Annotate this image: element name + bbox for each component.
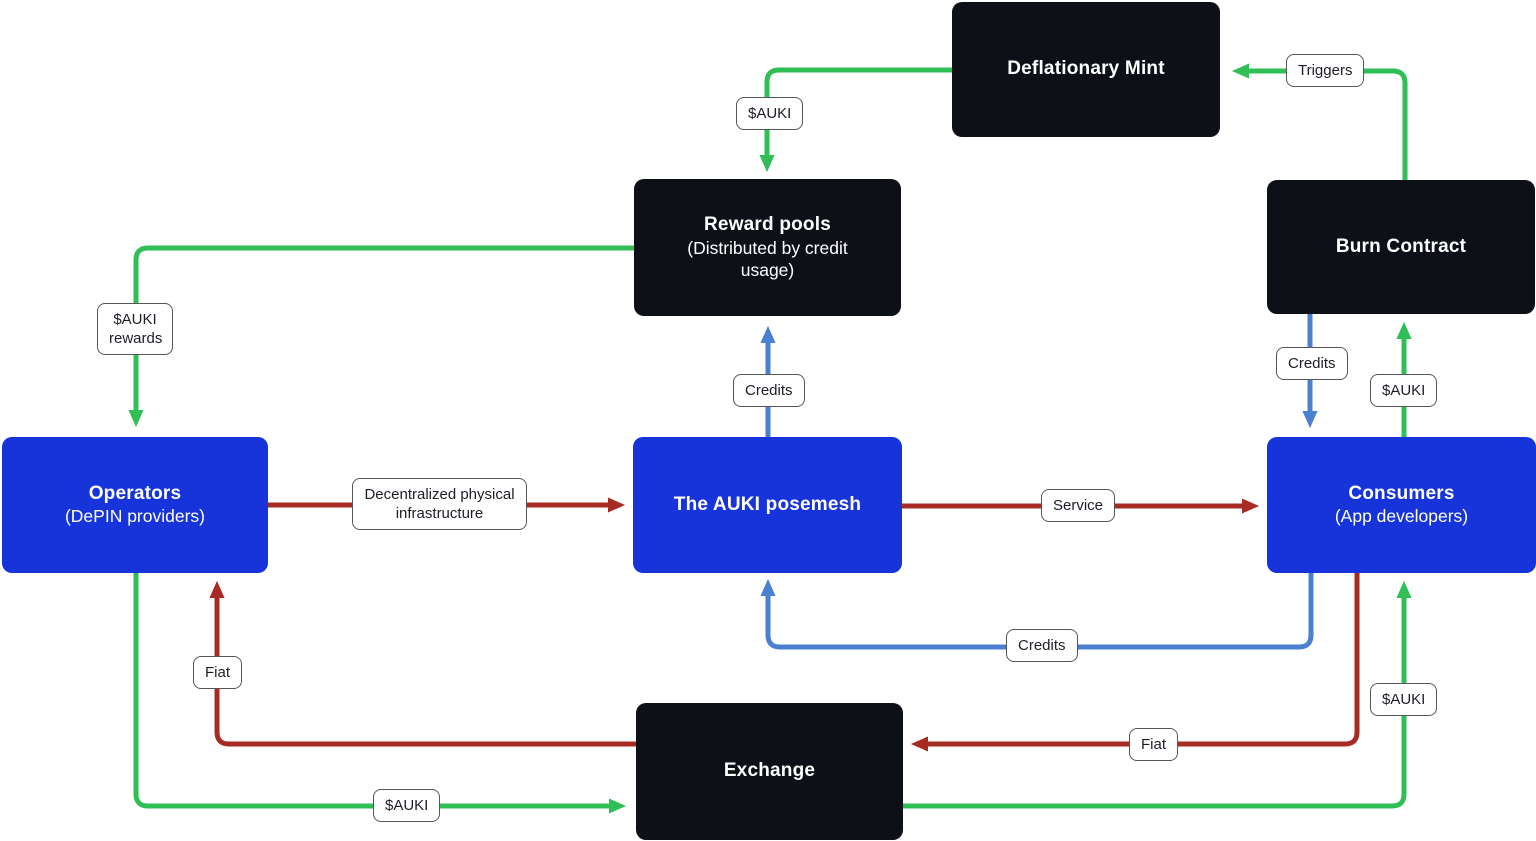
- node-reward-pools-title: Reward pools: [704, 214, 831, 236]
- edge-label-credits-to-posemesh: Credits: [1006, 629, 1078, 663]
- node-deflationary-mint: Deflationary Mint: [952, 2, 1220, 137]
- edge-label-auki-to-consumers: $AUKI: [1370, 683, 1438, 717]
- edge-label-triggers: Triggers: [1286, 54, 1365, 88]
- node-burn-contract: Burn Contract: [1267, 180, 1535, 314]
- edge-label-auki-mint: $AUKI: [736, 97, 804, 131]
- node-operators-title: Operators: [88, 482, 182, 504]
- edge-label-auki-rewards: $AUKI rewards: [97, 303, 173, 356]
- node-reward-pools-subtitle: (Distributed by credit usage): [687, 237, 848, 280]
- node-reward-pools: Reward pools (Distributed by credit usag…: [634, 179, 901, 316]
- node-exchange: Exchange: [636, 703, 903, 840]
- edge-reward-pools-to-operators: [128, 245, 634, 428]
- edge-operators-to-exchange: [133, 573, 627, 814]
- node-operators: Operators (DePIN providers): [2, 437, 268, 573]
- node-consumers-subtitle: (App developers): [1334, 506, 1469, 527]
- node-burn-contract-title: Burn Contract: [1335, 235, 1467, 257]
- node-operators-subtitle: (DePIN providers): [64, 506, 206, 527]
- edge-exchange-to-operators: [209, 580, 636, 747]
- node-deflationary-mint-title: Deflationary Mint: [1007, 58, 1165, 80]
- edge-consumers-to-exchange: [910, 573, 1360, 752]
- edge-label-credits-to-consumers: Credits: [1276, 347, 1348, 381]
- edge-label-fiat-to-operators: Fiat: [193, 656, 243, 690]
- edge-label-fiat-to-exchange: Fiat: [1129, 728, 1179, 762]
- edge-label-auki-to-burn: $AUKI: [1370, 374, 1438, 408]
- node-exchange-title: Exchange: [723, 760, 816, 782]
- edge-mint-to-reward-pools: [759, 67, 952, 173]
- edge-label-service: Service: [1041, 489, 1116, 523]
- edge-label-depin-infrastructure: Decentralized physical infrastructure: [352, 478, 527, 531]
- node-posemesh-title: The AUKI posemesh: [673, 493, 862, 515]
- node-posemesh: The AUKI posemesh: [633, 437, 902, 573]
- edge-exchange-to-consumers: [903, 580, 1412, 809]
- node-consumers-title: Consumers: [1348, 482, 1455, 504]
- edge-label-credits-to-pools: Credits: [733, 374, 805, 408]
- edge-label-auki-to-exchange: $AUKI: [373, 789, 441, 823]
- edge-burn-to-mint: [1231, 63, 1408, 180]
- node-consumers: Consumers (App developers): [1267, 437, 1536, 573]
